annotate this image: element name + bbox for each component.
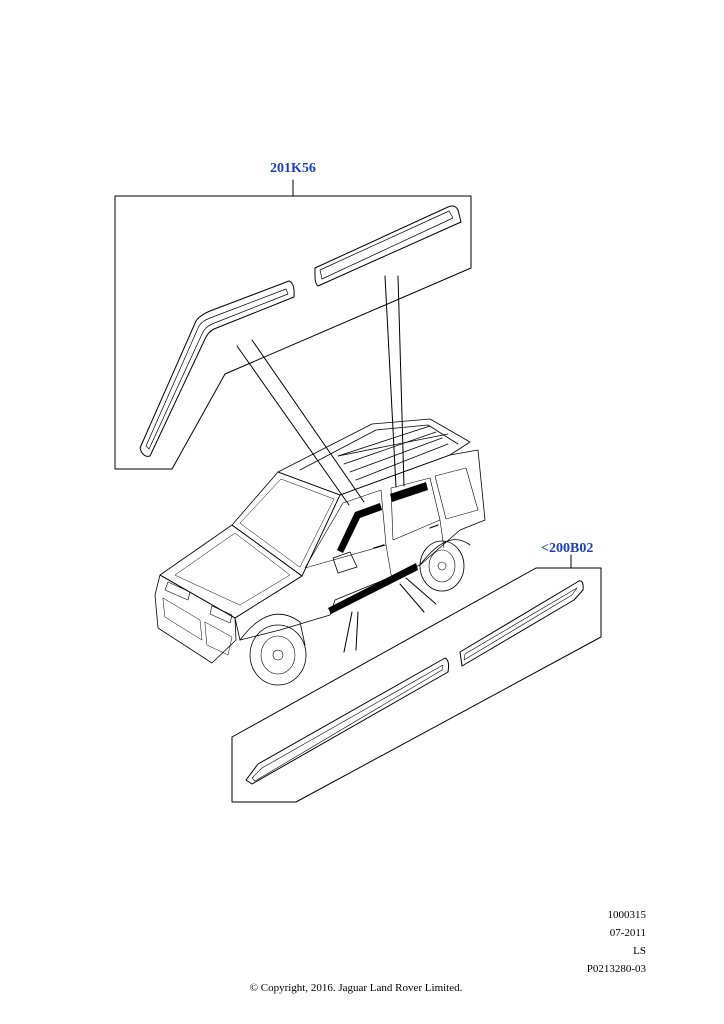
callout-200B02[interactable]: <200B02 (541, 541, 594, 556)
upper-group-frame (114, 179, 472, 470)
deflector-leader-lines (236, 275, 405, 506)
callout-201K56[interactable]: 201K56 (270, 161, 316, 176)
lower-group-frame (231, 554, 602, 803)
rear-door-moulding (459, 580, 584, 667)
vehicle-highlighted-parts (328, 482, 428, 614)
vehicle-illustration (154, 418, 486, 686)
rear-window-deflector (314, 205, 462, 287)
moulding-leader-lines (343, 577, 437, 653)
date: 07-2011 (609, 927, 646, 939)
region-code: LS (633, 945, 646, 957)
front-door-moulding (245, 657, 450, 785)
copyright-notice: © Copyright, 2016. Jaguar Land Rover Lim… (249, 982, 463, 994)
ref-number: 1000315 (607, 909, 647, 921)
front-window-deflector (139, 280, 295, 457)
illustration-id: P0213280-03 (586, 963, 646, 975)
